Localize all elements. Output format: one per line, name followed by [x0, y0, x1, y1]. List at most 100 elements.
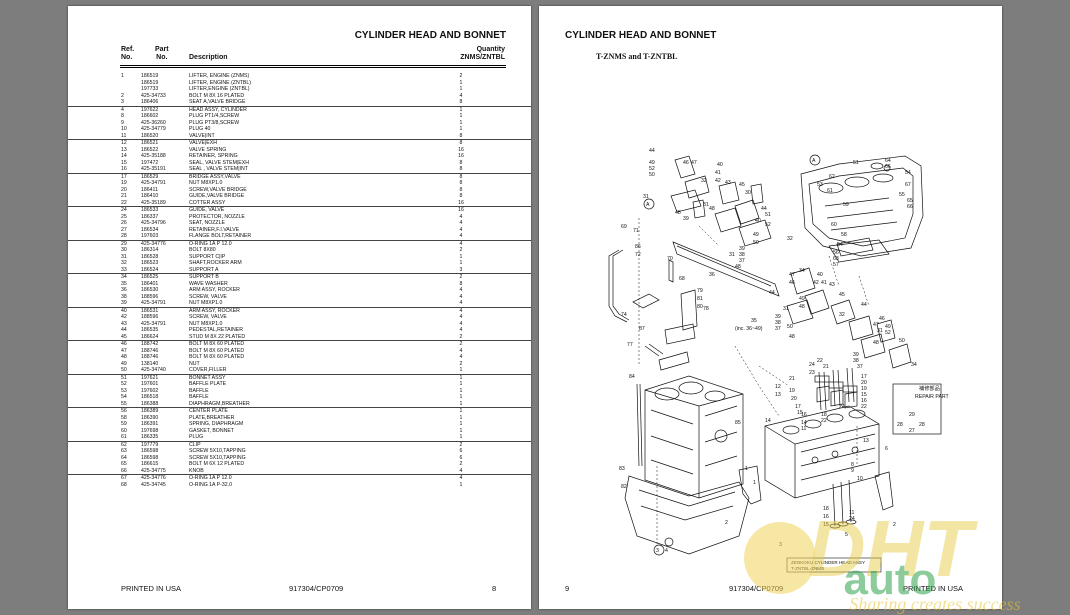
quantity-cell: 1	[459, 427, 463, 434]
description-cell: BAFFLE PLATE	[189, 381, 227, 387]
quantity-header-line1: Quantity	[476, 46, 505, 53]
description-cell: O-RING 1A P-32.0	[189, 481, 232, 488]
ref-cell: 29	[121, 240, 127, 247]
part-number-cell: 425-35189	[141, 199, 166, 206]
svg-text:42: 42	[813, 280, 819, 286]
svg-text:60: 60	[831, 222, 837, 228]
description-cell: SUPPORT A	[189, 266, 219, 273]
svg-text:48: 48	[789, 334, 795, 340]
svg-text:66: 66	[885, 164, 891, 170]
svg-text:34: 34	[911, 362, 917, 368]
description-cell: PEDESTAL,RETAINER	[189, 327, 243, 333]
ref-cell: 48	[121, 354, 127, 360]
svg-text:65: 65	[907, 198, 913, 204]
page-number: 9	[565, 584, 570, 593]
ref-header: Ref. No.	[121, 46, 134, 62]
ref-cell: 32	[121, 260, 127, 266]
svg-text:T-ZNTBL-ZNMS: T-ZNTBL-ZNMS	[791, 566, 824, 571]
description-cell: PLUG PT1/4,SCREW	[189, 113, 240, 119]
svg-text:9: 9	[851, 468, 854, 474]
ref-cell: 59	[121, 421, 127, 427]
part-number-cell: 425-34791	[141, 180, 166, 186]
description-cell: CENTER PLATE	[189, 408, 228, 414]
ref-header-line1: Ref.	[121, 46, 135, 53]
part-number-cell: 425-34796	[141, 220, 166, 226]
ref-cell: 17	[121, 173, 127, 180]
quantity-cell: 8	[459, 99, 463, 105]
svg-text:48: 48	[709, 206, 715, 212]
svg-text:12: 12	[775, 384, 781, 390]
ref-cell: 35	[121, 280, 127, 287]
quantity-cell: 4	[459, 307, 463, 314]
header-rule	[120, 65, 506, 66]
part-number-cell: 186411	[141, 186, 158, 193]
svg-text:6: 6	[885, 446, 888, 452]
description-cell: GUIDE,VALVE BRIDGE	[189, 193, 245, 199]
ref-cell: 64	[121, 454, 127, 461]
svg-text:55: 55	[899, 192, 905, 198]
quantity-cell: 2	[459, 341, 463, 347]
svg-text:24: 24	[839, 404, 845, 410]
ref-cell: 60	[121, 427, 127, 434]
svg-text:40: 40	[755, 218, 761, 224]
quantity-cell: 4	[459, 226, 463, 233]
part-number-cell: 425-34775	[141, 467, 166, 474]
svg-text:56: 56	[833, 250, 839, 256]
quantity-cell: 3	[459, 266, 463, 273]
quantity-cell: 4	[459, 314, 463, 320]
ref-cell: 43	[121, 320, 127, 327]
svg-text:63: 63	[833, 256, 839, 262]
quantity-cell: 16	[458, 199, 464, 206]
svg-text:37: 37	[857, 364, 863, 370]
description-cell: KNOB	[189, 467, 204, 474]
svg-text:27: 27	[909, 428, 915, 434]
ref-cell: 15	[121, 159, 127, 166]
svg-text:62: 62	[829, 174, 835, 180]
ref-cell: 26	[121, 220, 127, 226]
quantity-cell: 16	[458, 146, 464, 153]
svg-text:54: 54	[905, 170, 911, 176]
ref-cell: 10	[121, 126, 127, 132]
quantity-cell: 6	[459, 448, 463, 454]
quantity-cell: 4	[459, 327, 463, 333]
part-number-cell: 197601	[141, 381, 159, 387]
svg-text:50: 50	[753, 240, 759, 246]
part-number-cell: 186525	[141, 274, 159, 280]
part-number-cell: 425-34779	[141, 126, 166, 132]
description-cell: BOLT M 8X 60 PLATED	[189, 354, 245, 360]
description-cell: PROTECTOR, NOZZLE	[189, 213, 245, 220]
description-cell: BOLT M 8X 16 PLATED	[189, 92, 245, 99]
svg-text:4: 4	[665, 548, 668, 554]
ref-cell: 30	[121, 247, 127, 253]
description-cell: GASKET, BONNET	[189, 427, 234, 434]
quantity-cell: 1	[459, 481, 463, 488]
quantity-cell: 8	[459, 159, 463, 166]
part-number-cell: 186602	[141, 113, 159, 119]
part-number-cell: 186406	[141, 99, 159, 105]
svg-text:50: 50	[787, 324, 793, 330]
part-number-cell: 186522	[141, 146, 159, 153]
part-number-cell: 186390	[141, 414, 159, 421]
svg-text:22: 22	[861, 404, 867, 410]
part-number-cell: 197733	[141, 86, 159, 92]
svg-text:21: 21	[789, 376, 795, 382]
svg-text:79: 79	[697, 288, 703, 294]
svg-text:19: 19	[789, 388, 795, 394]
svg-text:32: 32	[839, 312, 845, 318]
svg-text:84: 84	[629, 374, 635, 380]
page-title: CYLINDER HEAD AND BONNET	[565, 30, 717, 41]
